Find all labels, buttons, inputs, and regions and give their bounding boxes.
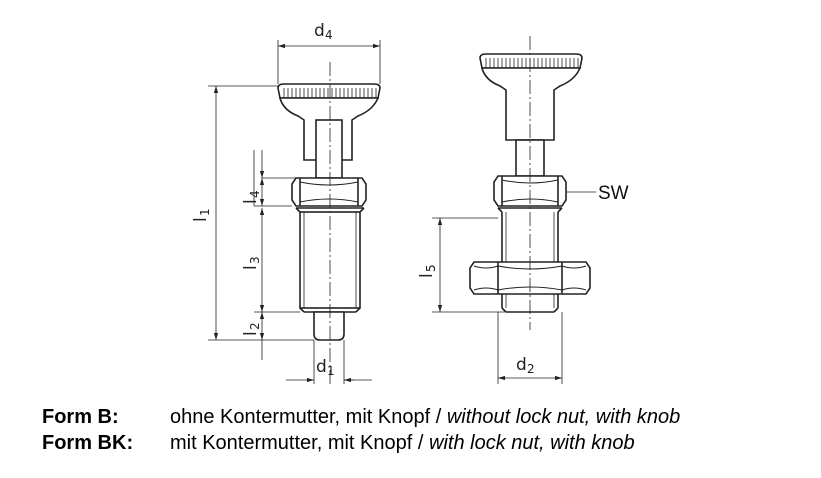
knurl-pattern [283,88,377,98]
dim-label-l5: l 5 [417,264,438,278]
dim-label-l4: l 4 [241,190,262,204]
form-b-dimensions [208,40,381,384]
form-bk-view [469,36,591,330]
dim-label-l3: l 3 [241,256,262,270]
dim-label-d4: d 4 [314,21,333,42]
dim-l5-sub: 5 [424,264,438,272]
dim-label-d1: d 1 [316,357,335,378]
plunger-shaft [315,119,343,179]
dim-d4-sub: 4 [325,28,333,42]
dim-l2-letter: l [241,331,261,336]
legend-row-form-bk: Form BK: mit Kontermutter, mit Knopf / w… [42,430,812,456]
dim-l4-sub: 4 [248,190,262,198]
dim-l3-letter: l [241,265,261,270]
dim-label-l2: l 2 [241,322,262,336]
sw-callout: SW [598,183,629,204]
dim-l3-sub: 3 [248,256,262,264]
legend-separator: / [430,406,447,428]
dim-label-d2: d 2 [516,355,535,376]
legend-label: Form BK: [42,432,134,454]
legend-english: without lock nut, with knob [446,406,681,428]
knurl-pattern [485,58,579,68]
form-bk-dimensions [432,191,596,384]
dim-l4-letter: l [241,199,261,204]
dim-d2-sub: 2 [527,362,535,376]
dim-l1-letter: l [191,217,211,222]
dim-l2-sub: 2 [248,322,262,330]
legend-german: mit Kontermutter, mit Knopf [170,432,413,454]
hex-collar [291,177,367,207]
form-b-view [277,62,381,386]
legend-separator: / [412,432,429,454]
form-legend: Form B: ohne Kontermutter, mit Knopf / w… [42,404,812,456]
dim-label-l1: l 1 [191,208,212,222]
knob [479,53,583,141]
indexing-plunger-drawing: d 4 l 1 l 4 l 3 l 2 d 1 [191,21,629,386]
dim-l5-letter: l [417,273,437,278]
legend-label: Form B: [42,406,119,428]
legend-german: ohne Kontermutter, mit Knopf [170,406,431,428]
dim-l1-sub: 1 [198,208,212,216]
pin-tip [313,311,345,341]
legend-row-form-b: Form B: ohne Kontermutter, mit Knopf / w… [42,404,812,430]
dim-d4-letter: d [314,21,325,41]
dim-d2-letter: d [516,355,527,375]
dim-d1-letter: d [316,357,327,377]
legend-english: with lock nut, with knob [429,432,635,454]
dim-d1-sub: 1 [327,364,335,378]
